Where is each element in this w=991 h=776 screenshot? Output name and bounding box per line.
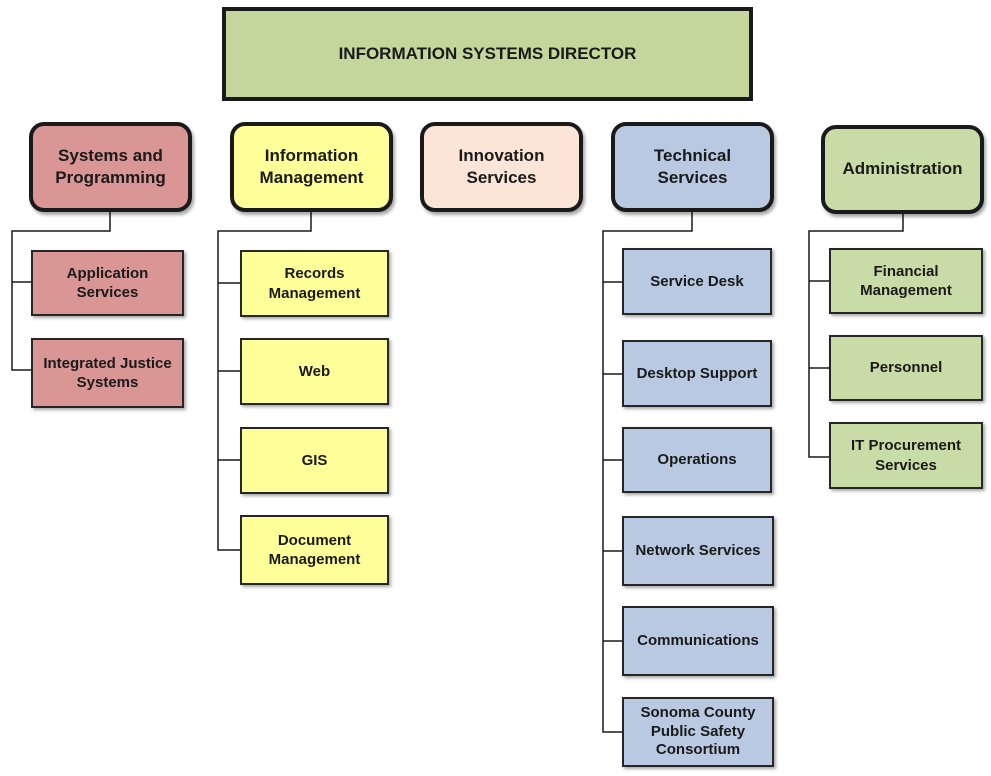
dept-information-management: Information Management: [230, 122, 393, 212]
dept-administration: Administration: [821, 125, 984, 214]
unit-service-desk: Service Desk: [622, 248, 772, 315]
unit-sonoma-county-public-safety-consortium: Sonoma County Public Safety Consortium: [622, 697, 774, 767]
unit-it-procurement-services: IT Procurement Services: [829, 422, 983, 489]
unit-integrated-justice-systems: Integrated Justice Systems: [31, 338, 184, 408]
unit-desktop-support: Desktop Support: [622, 340, 772, 407]
unit-application-services: Application Services: [31, 250, 184, 316]
unit-gis: GIS: [240, 427, 389, 494]
unit-operations: Operations: [622, 427, 772, 493]
unit-personnel: Personnel: [829, 335, 983, 401]
dept-systems-programming: Systems and Programming: [29, 122, 192, 212]
unit-document-management: Document Management: [240, 515, 389, 585]
unit-network-services: Network Services: [622, 516, 774, 586]
unit-financial-management: Financial Management: [829, 248, 983, 314]
dept-technical-services: Technical Services: [611, 122, 774, 212]
unit-records-management: Records Management: [240, 250, 389, 317]
unit-web: Web: [240, 338, 389, 405]
unit-communications: Communications: [622, 606, 774, 676]
director-box: INFORMATION SYSTEMS DIRECTOR: [222, 7, 753, 101]
dept-innovation-services: Innovation Services: [420, 122, 583, 212]
